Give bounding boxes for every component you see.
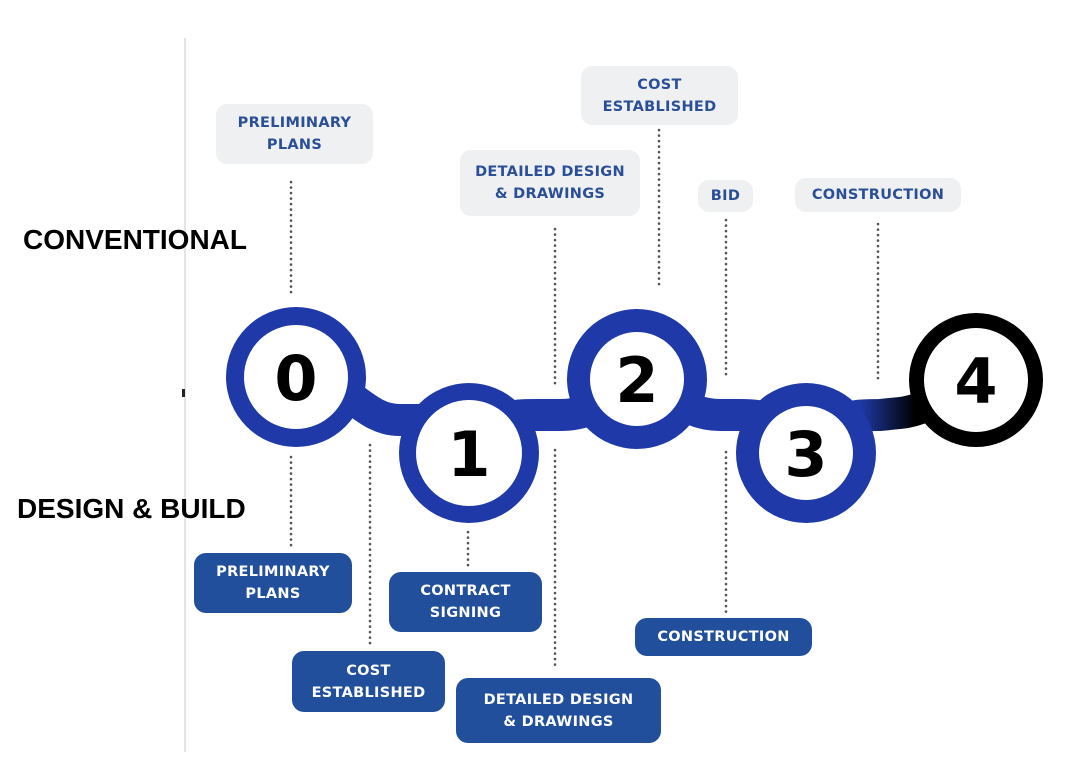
box-label: DETAILED DESIGN & DRAWINGS [483, 691, 634, 730]
box-label: PRELIMINARY PLANS [216, 564, 330, 602]
box-label: CONSTRUCTION [657, 629, 790, 645]
step-inner-2 [590, 332, 684, 426]
step-inner-3 [759, 406, 853, 500]
box-label: PRELIMINARY PLANS [237, 115, 352, 153]
step-inner-1 [416, 400, 522, 506]
box-label: DETAILED DESIGN & DRAWINGS [475, 164, 625, 202]
section-label-conventional: CONVENTIONAL [23, 224, 247, 255]
conventional-step-detailed-design: DETAILED DESIGN & DRAWINGS [460, 150, 640, 216]
step-number-1: 1 [447, 418, 490, 491]
step-inner-0 [244, 325, 348, 429]
box-label: BID [710, 188, 741, 204]
design-build-step-contract-signing: CONTRACT SIGNING [389, 572, 542, 632]
step-number-2: 2 [615, 344, 658, 417]
dotted-connectors [289, 128, 880, 671]
design-build-step-preliminary-plans: PRELIMINARY PLANS [194, 553, 352, 613]
divider-tick-mark [182, 389, 185, 397]
section-label-design-build: DESIGN & BUILD [17, 493, 246, 524]
conventional-step-cost-established: COST ESTABLISHED [581, 66, 738, 125]
step-number-3: 3 [784, 418, 827, 491]
conventional-step-construction: CONSTRUCTION [795, 178, 961, 212]
box-label: CONSTRUCTION [811, 187, 945, 203]
step-numbers: 0 1 2 3 4 [274, 342, 997, 491]
vertical-divider [184, 38, 186, 752]
conventional-step-preliminary-plans: PRELIMINARY PLANS [216, 104, 373, 164]
box-label: COST ESTABLISHED [602, 76, 717, 115]
conventional-step-bid: BID [698, 180, 753, 212]
step-inner-4 [924, 328, 1028, 432]
design-build-step-detailed-design: DETAILED DESIGN & DRAWINGS [456, 678, 661, 743]
box-label: COST ESTABLISHED [311, 662, 426, 701]
design-build-step-construction: CONSTRUCTION [635, 618, 812, 656]
box-label: CONTRACT SIGNING [420, 583, 511, 621]
step-number-0: 0 [274, 342, 317, 415]
design-build-step-cost-established: COST ESTABLISHED [292, 651, 445, 712]
step-number-4: 4 [954, 345, 997, 418]
timeline-band [226, 307, 1043, 523]
